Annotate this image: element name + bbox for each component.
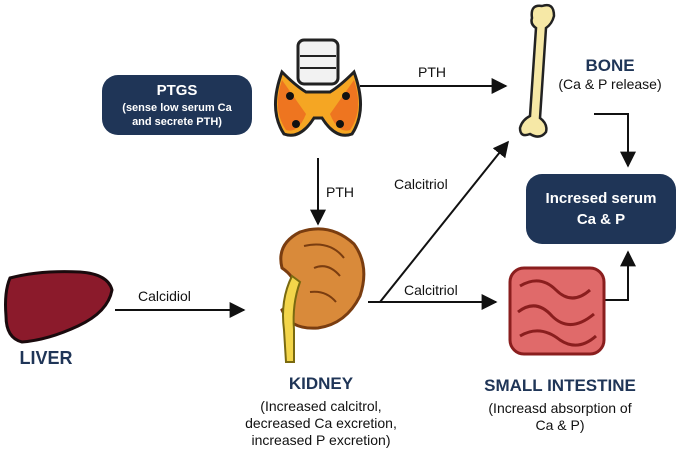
kidney-label: KIDNEY (Increased calcitrol, decreased C… xyxy=(226,374,416,449)
intestine-title: SMALL INTESTINE xyxy=(484,376,636,395)
kidney-subtitle: (Increased calcitrol, decreased Ca excre… xyxy=(245,398,397,448)
bone-title: BONE xyxy=(585,56,635,75)
bone-icon xyxy=(518,3,556,138)
intestine-label: SMALL INTESTINE (Increasd absorption of … xyxy=(460,376,660,434)
ptgs-box: PTGS (sense low serum Ca and secrete PTH… xyxy=(102,75,252,135)
bone-subtitle: (Ca & P release) xyxy=(558,76,662,92)
arrow-kidney-to-bone xyxy=(379,140,509,303)
serum-title: Incresed serum Ca & P xyxy=(545,190,657,228)
ptgs-title: PTGS xyxy=(156,82,198,99)
edge-label-pth-kidney: PTH xyxy=(326,184,354,200)
bone-label: BONE (Ca & P release) xyxy=(540,56,680,93)
liver-icon xyxy=(4,270,114,344)
intestine-subtitle: (Increasd absorption of Ca & P) xyxy=(488,400,632,433)
liver-title: LIVER xyxy=(19,348,73,368)
arrow-bone-to-serum xyxy=(594,113,636,168)
edge-label-calcidiol: Calcidiol xyxy=(138,288,191,304)
thyroid-icon xyxy=(273,38,363,137)
arrow-intestine-to-serum xyxy=(603,250,636,301)
serum-box: Incresed serum Ca & P xyxy=(526,174,676,244)
edge-label-calcitriol-intestine: Calcitriol xyxy=(404,282,458,298)
edge-label-calcitriol-bone: Calcitriol xyxy=(394,176,448,192)
kidney-title: KIDNEY xyxy=(288,374,354,393)
intestine-icon xyxy=(508,266,606,356)
kidney-icon xyxy=(279,227,366,363)
ptgs-subtitle: (sense low serum Ca and secrete PTH) xyxy=(122,102,232,128)
edge-label-pth-bone: PTH xyxy=(418,64,446,80)
